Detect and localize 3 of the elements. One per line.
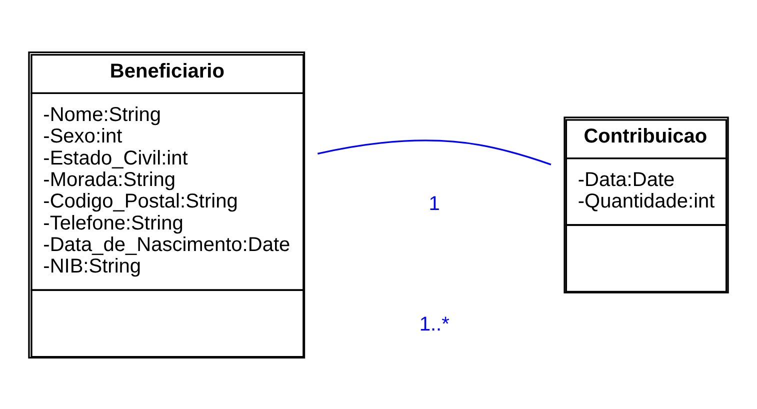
label: 1..* xyxy=(419,312,450,335)
label: 1 xyxy=(428,192,440,215)
connector xyxy=(317,139,552,165)
